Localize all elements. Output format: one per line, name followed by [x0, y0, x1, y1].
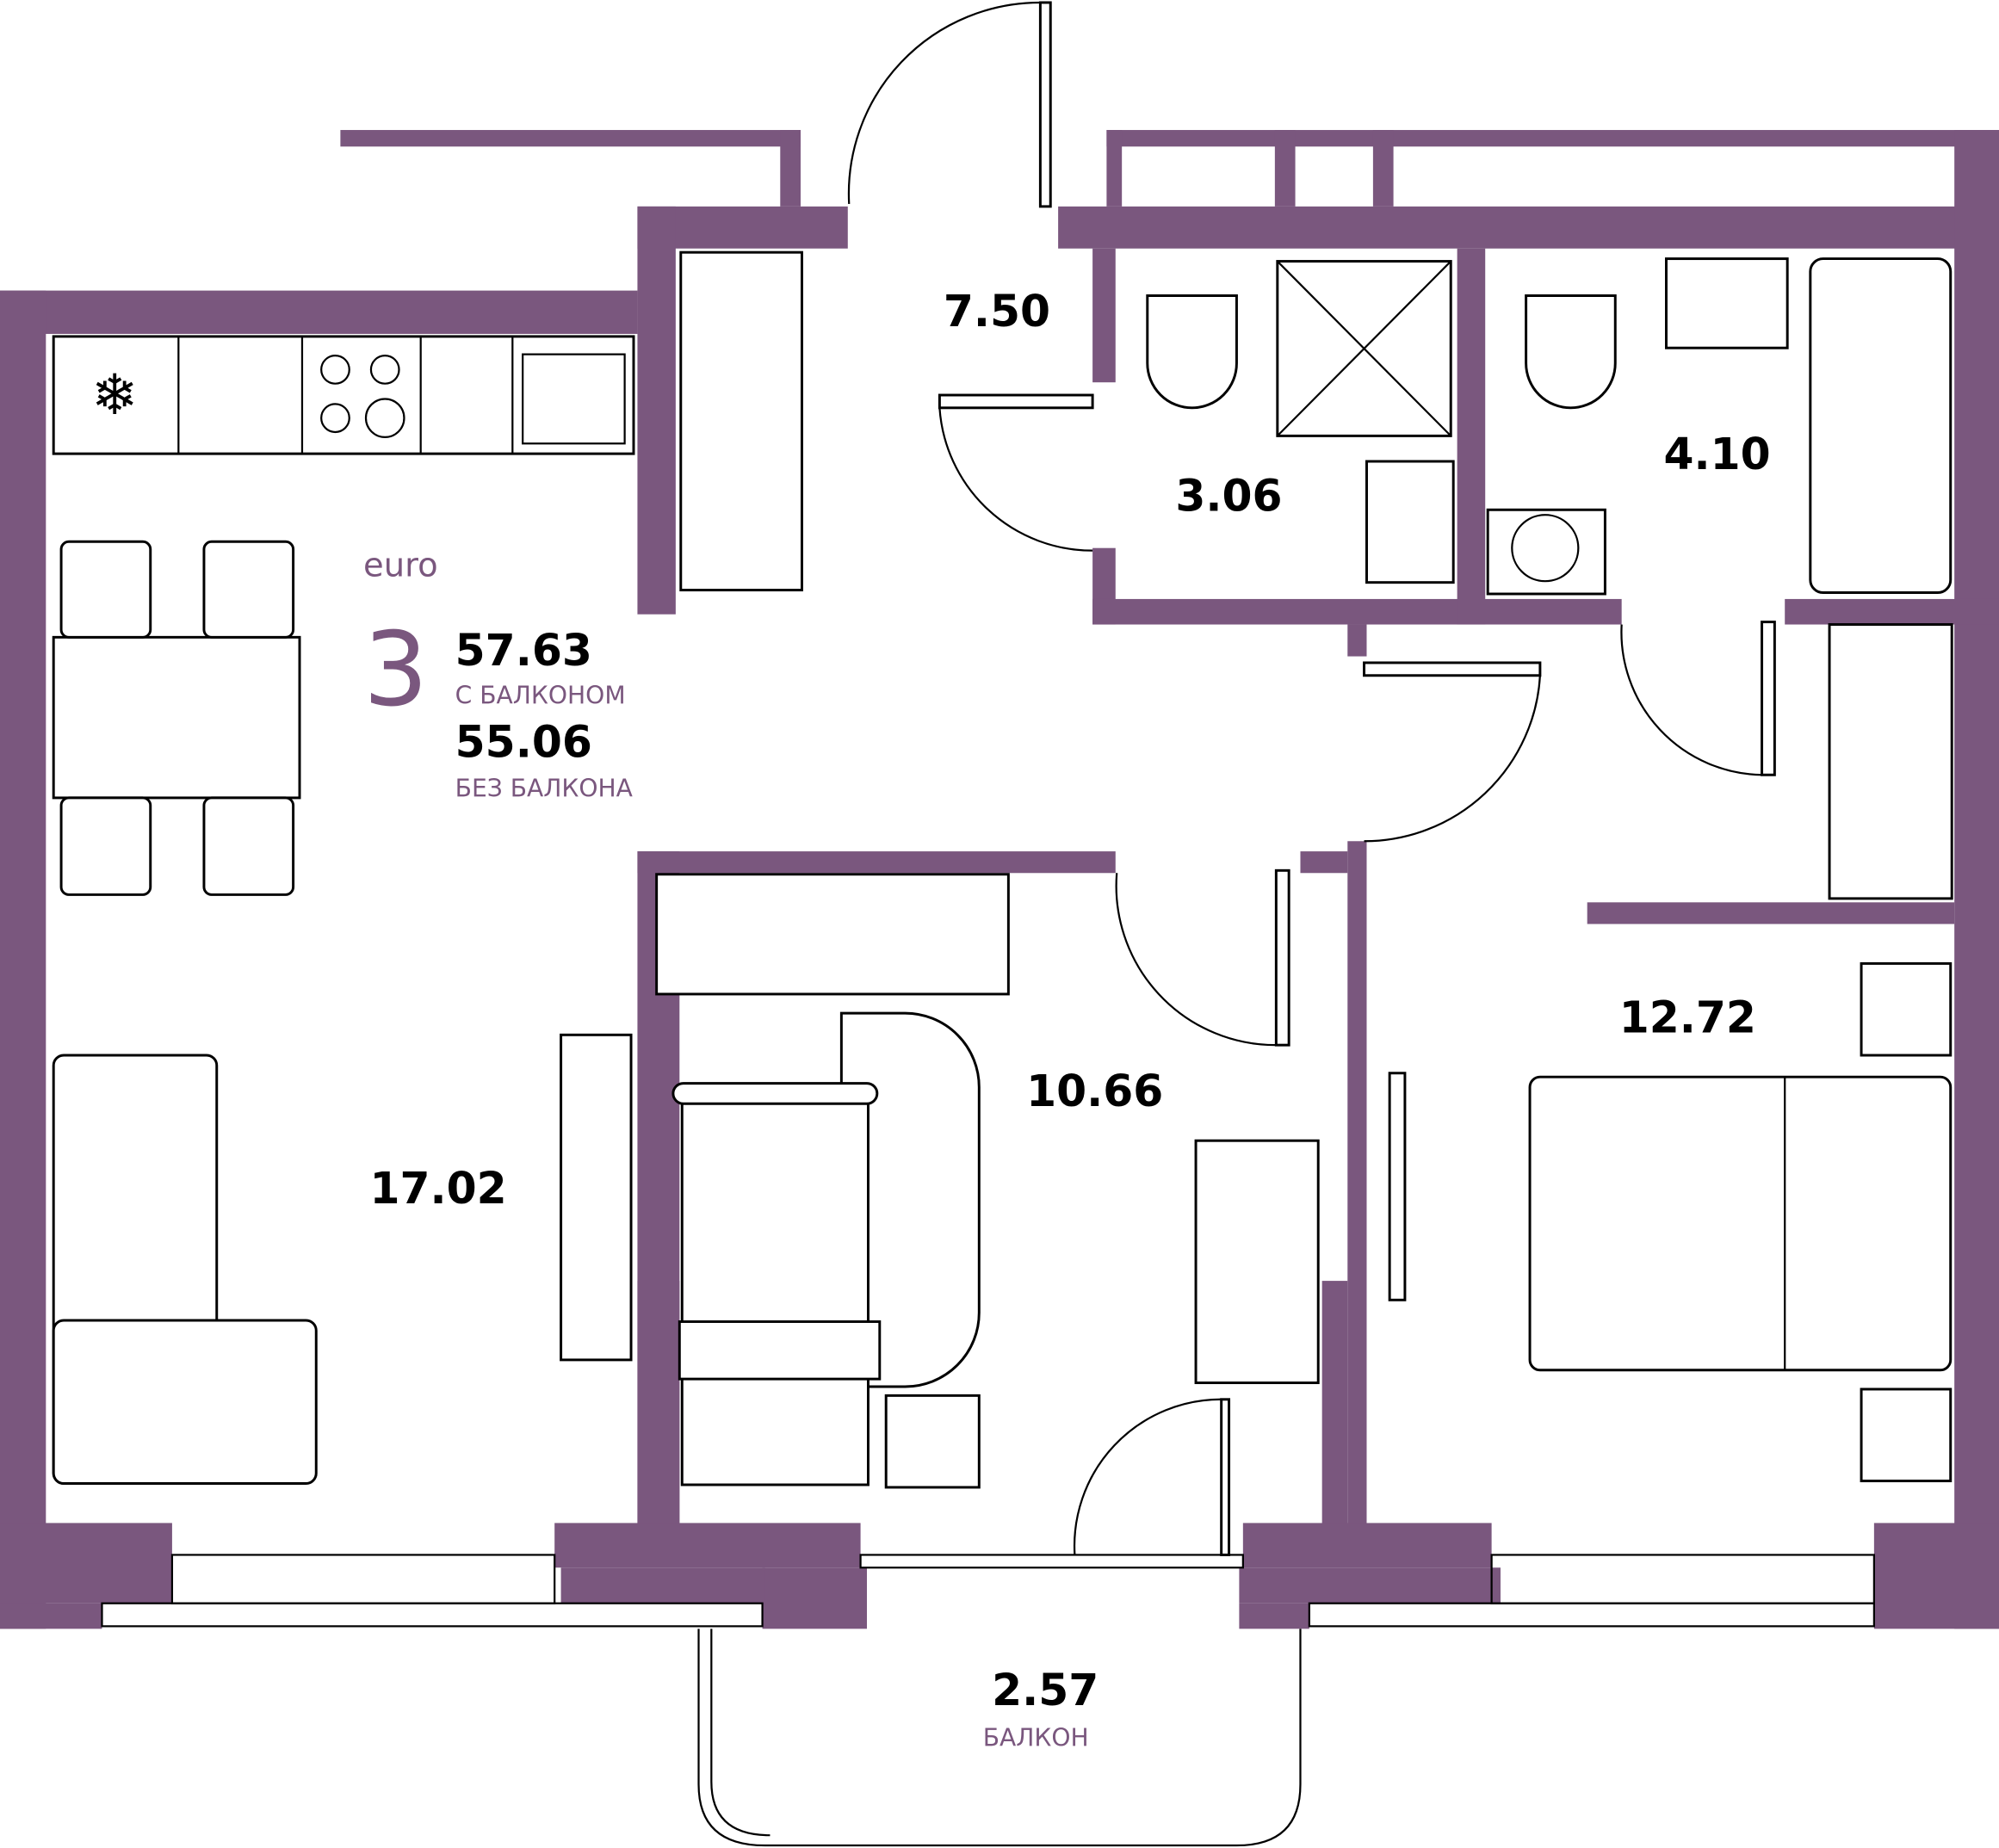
room-area-hall: 7.50 [944, 286, 1050, 337]
doors [847, 1, 1776, 1556]
apartment-type-label: euro [363, 546, 438, 584]
room-area-bathroom2: 4.10 [1664, 429, 1771, 479]
room-area-kitchen-living: 17.02 [369, 1163, 506, 1214]
area-without-balcony: 55.06 [455, 717, 592, 768]
balcony-outline [697, 1629, 1302, 1847]
room-labels: 7.50 3.06 4.10 17.02 10.66 12.72 2.57 БА… [369, 286, 1770, 1752]
area-with-balcony: 57.63 [455, 625, 592, 676]
wardrobes [655, 250, 1953, 996]
with-balcony-label: С БАЛКОНОМ [455, 681, 626, 709]
bathroom-fixtures [1146, 257, 1953, 596]
room-count: 3 [363, 610, 428, 729]
room-area-balcony: 2.57 [992, 1665, 1099, 1715]
freezer-icon: ❄ [91, 365, 139, 427]
balcony-label: БАЛКОН [983, 1724, 1089, 1752]
windows [101, 1554, 1875, 1628]
bedroom-furniture [671, 961, 1953, 1489]
walls [0, 130, 1999, 1629]
summary-block: euro 3 57.63 С БАЛКОНОМ 55.06 БЕЗ БАЛКОН… [363, 546, 633, 802]
room-area-bedroom1: 10.66 [1026, 1066, 1163, 1116]
room-area-bathroom1: 3.06 [1175, 471, 1282, 522]
kitchen-furniture: ❄ [52, 335, 635, 1486]
room-area-bedroom2: 12.72 [1619, 992, 1756, 1042]
without-balcony-label: БЕЗ БАЛКОНА [455, 774, 633, 802]
